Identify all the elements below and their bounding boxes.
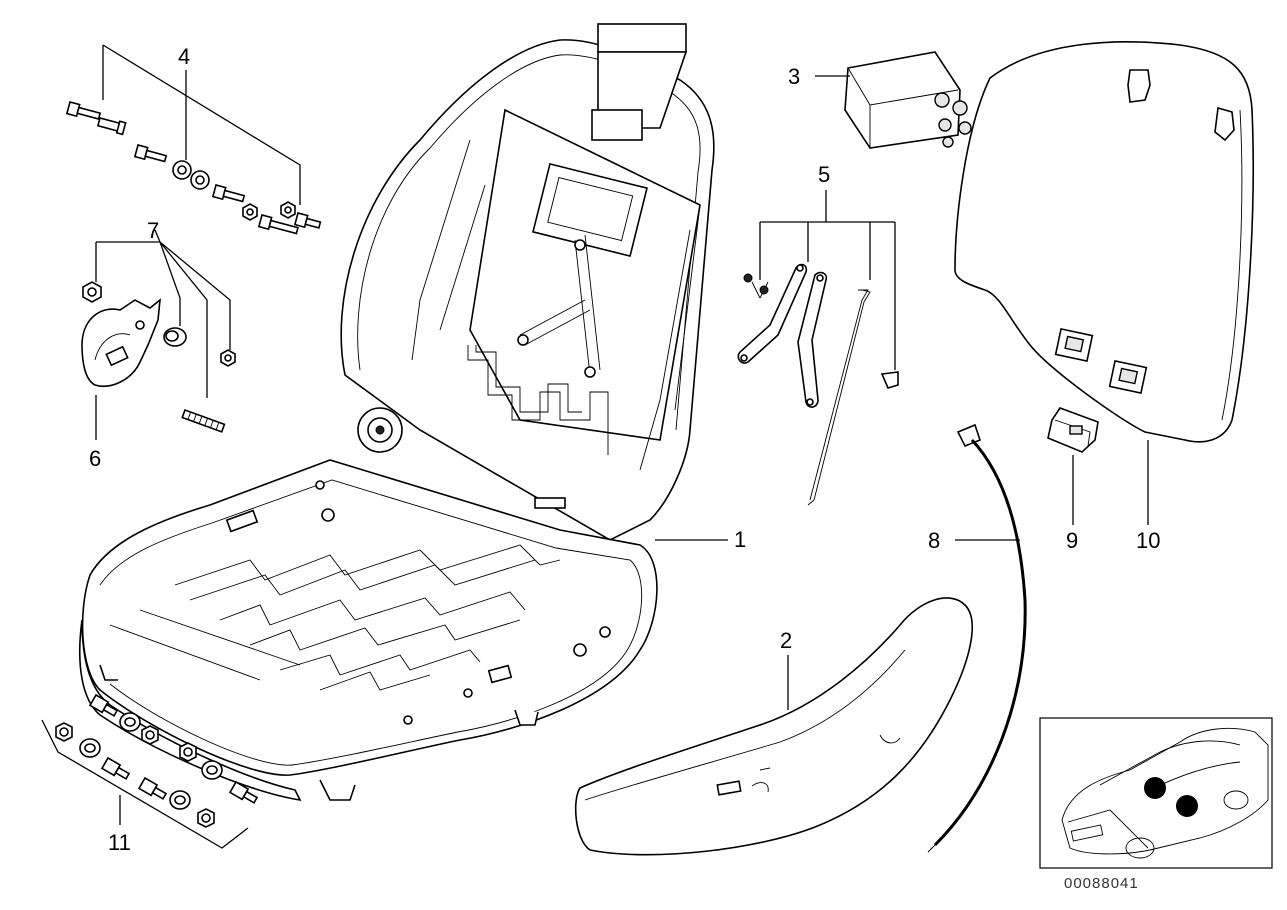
nut bbox=[179, 742, 197, 762]
callout-labels: 1 2 3 4 5 6 7 8 9 10 11 bbox=[89, 44, 1160, 855]
callout-2: 2 bbox=[780, 628, 792, 653]
callout-3: 3 bbox=[788, 64, 800, 89]
callout-8: 8 bbox=[928, 528, 940, 553]
washer bbox=[172, 160, 192, 180]
nut bbox=[220, 349, 236, 367]
callout-6: 6 bbox=[89, 446, 101, 471]
washer bbox=[169, 790, 191, 810]
bolt bbox=[100, 756, 131, 780]
actuator-motor bbox=[81, 298, 161, 387]
shaft bbox=[181, 408, 226, 433]
electrical-unit bbox=[844, 51, 972, 149]
nut bbox=[141, 725, 159, 745]
bolt bbox=[257, 214, 299, 235]
bolt bbox=[293, 212, 322, 229]
locator-inset bbox=[1039, 717, 1273, 869]
washer bbox=[79, 738, 101, 758]
callout-1: 1 bbox=[734, 527, 746, 552]
locator-marker bbox=[1176, 795, 1198, 817]
callout-9: 9 bbox=[1066, 528, 1078, 553]
callout-7: 7 bbox=[147, 218, 159, 243]
linkage-set bbox=[737, 263, 899, 506]
bolt bbox=[133, 144, 168, 163]
seat-frame bbox=[78, 23, 715, 802]
bolt bbox=[88, 693, 119, 717]
bolt bbox=[228, 780, 259, 804]
actuator-hardware bbox=[82, 281, 236, 433]
bolt bbox=[137, 776, 168, 800]
washer bbox=[119, 712, 141, 732]
bolt bbox=[65, 101, 102, 120]
leader-lines bbox=[41, 44, 1149, 849]
callout-10: 10 bbox=[1136, 528, 1160, 553]
fastener-set bbox=[55, 693, 259, 828]
nut bbox=[280, 201, 296, 219]
nut bbox=[82, 281, 102, 303]
bolt-set bbox=[65, 101, 322, 235]
bolt bbox=[96, 117, 127, 136]
washer bbox=[190, 170, 210, 190]
nut bbox=[242, 203, 258, 221]
nut bbox=[55, 722, 73, 742]
callout-5: 5 bbox=[818, 162, 830, 187]
backrest-panel bbox=[954, 41, 1254, 443]
locator-marker bbox=[1144, 777, 1166, 799]
callout-11: 11 bbox=[108, 830, 131, 855]
clip bbox=[743, 273, 769, 299]
bolt bbox=[211, 184, 246, 203]
document-number: 00088041 bbox=[1064, 875, 1139, 892]
washer bbox=[201, 760, 223, 780]
seat-side-trim bbox=[574, 597, 973, 856]
cable bbox=[927, 423, 1027, 853]
bushing bbox=[163, 327, 187, 347]
nut bbox=[197, 808, 215, 828]
seat-switch bbox=[1047, 407, 1099, 453]
callout-4: 4 bbox=[178, 44, 190, 69]
